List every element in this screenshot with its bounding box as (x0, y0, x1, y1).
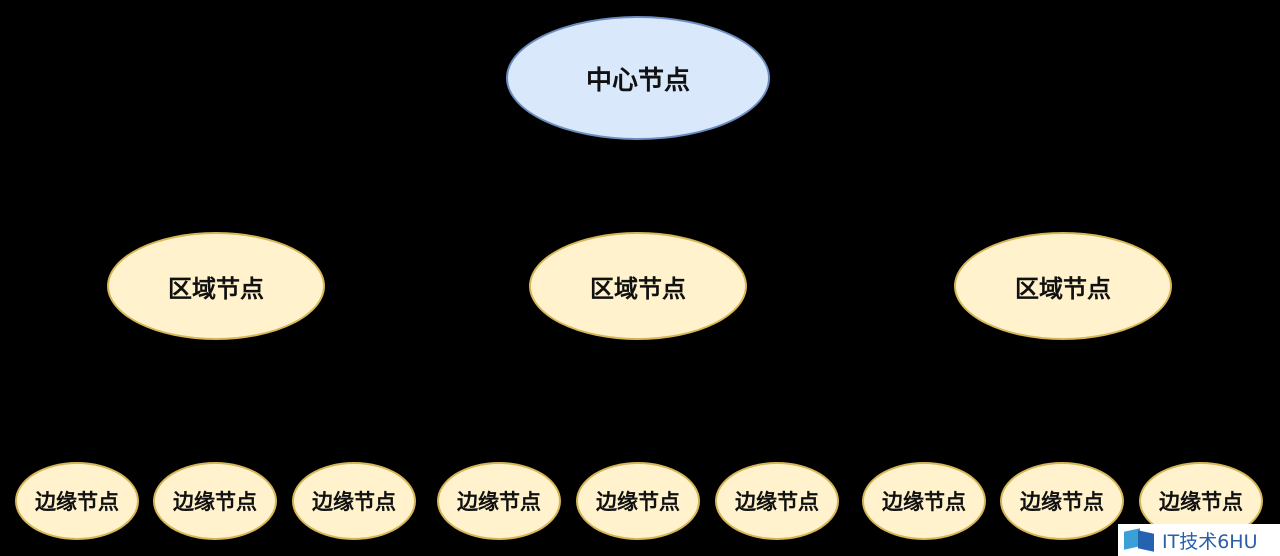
edge-node-8: 边缘节点 (1000, 462, 1124, 540)
edge-node-7: 边缘节点 (862, 462, 986, 540)
center-node-label: 中心节点 (585, 65, 690, 96)
edge-node-4: 边缘节点 (437, 462, 561, 540)
edge-node-1: 边缘节点 (15, 462, 139, 540)
edge-node-5: 边缘节点 (576, 462, 700, 540)
edge-node-2: 边缘节点 (153, 462, 277, 540)
edge-node-label: 边缘节点 (882, 490, 966, 514)
edge-node-label: 边缘节点 (457, 490, 541, 514)
edge-node-label: 边缘节点 (35, 490, 119, 514)
region-node-label: 区域节点 (1015, 274, 1111, 303)
edge-node-3: 边缘节点 (292, 462, 416, 540)
region-node-1: 区域节点 (107, 232, 325, 340)
edge-node-label: 边缘节点 (1159, 490, 1243, 514)
edge-node-label: 边缘节点 (312, 490, 396, 514)
edge-node-label: 边缘节点 (735, 490, 819, 514)
region-node-label: 区域节点 (590, 274, 686, 303)
center-node: 中心节点 (506, 16, 770, 140)
region-node-label: 区域节点 (168, 274, 264, 303)
it-logo-icon (1124, 528, 1156, 552)
watermark-text: IT技术6HU (1162, 530, 1258, 553)
edge-node-label: 边缘节点 (596, 490, 680, 514)
edge-node-label: 边缘节点 (173, 490, 257, 514)
watermark: IT技术6HU (1118, 524, 1280, 556)
edge-node-label: 边缘节点 (1020, 490, 1104, 514)
region-node-3: 区域节点 (954, 232, 1172, 340)
region-node-2: 区域节点 (529, 232, 747, 340)
edge-node-6: 边缘节点 (715, 462, 839, 540)
